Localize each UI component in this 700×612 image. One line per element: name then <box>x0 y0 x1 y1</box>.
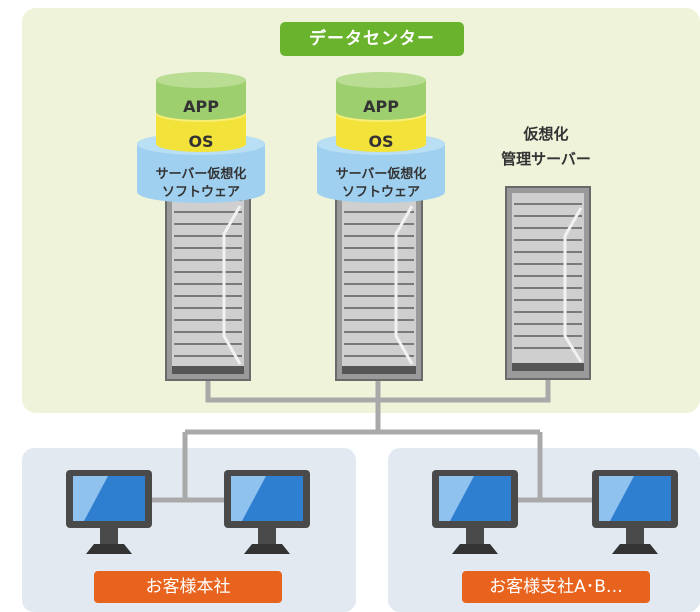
virtual-host-2: APP OS サーバー仮想化 ソフトウェア <box>316 66 446 386</box>
host-2-app-label: APP <box>363 97 399 116</box>
branches-label: お客様支社A･B… <box>462 571 650 603</box>
mgmt-server-label-line2: 管理サーバー <box>501 150 591 168</box>
host-2-stack-graphic <box>317 72 445 381</box>
host-2-virt-line2: ソフトウェア <box>341 185 420 200</box>
host-1-virt-line1: サーバー仮想化 <box>155 167 247 182</box>
host-2-virt-line1: サーバー仮想化 <box>335 167 427 182</box>
mgmt-server-rack <box>505 186 591 380</box>
branch-pc-2 <box>592 470 678 554</box>
mgmt-server-label-line1: 仮想化 <box>523 125 569 143</box>
host-1-virt-line2: ソフトウェア <box>161 185 240 200</box>
host-1-app-label: APP <box>183 97 219 116</box>
headquarters-label: お客様本社 <box>94 571 282 603</box>
host-1-stack-graphic <box>137 72 265 381</box>
hq-pc-2 <box>224 470 310 554</box>
hq-pc-1 <box>66 470 152 554</box>
mgmt-server-label: 仮想化 管理サーバー <box>480 122 612 172</box>
host-2-os-label: OS <box>368 132 394 151</box>
branch-pc-1 <box>432 470 518 554</box>
virtual-host-1: APP OS サーバー仮想化 ソフトウェア <box>136 66 266 386</box>
host-1-os-label: OS <box>188 132 214 151</box>
datacenter-title: データセンター <box>280 22 464 56</box>
